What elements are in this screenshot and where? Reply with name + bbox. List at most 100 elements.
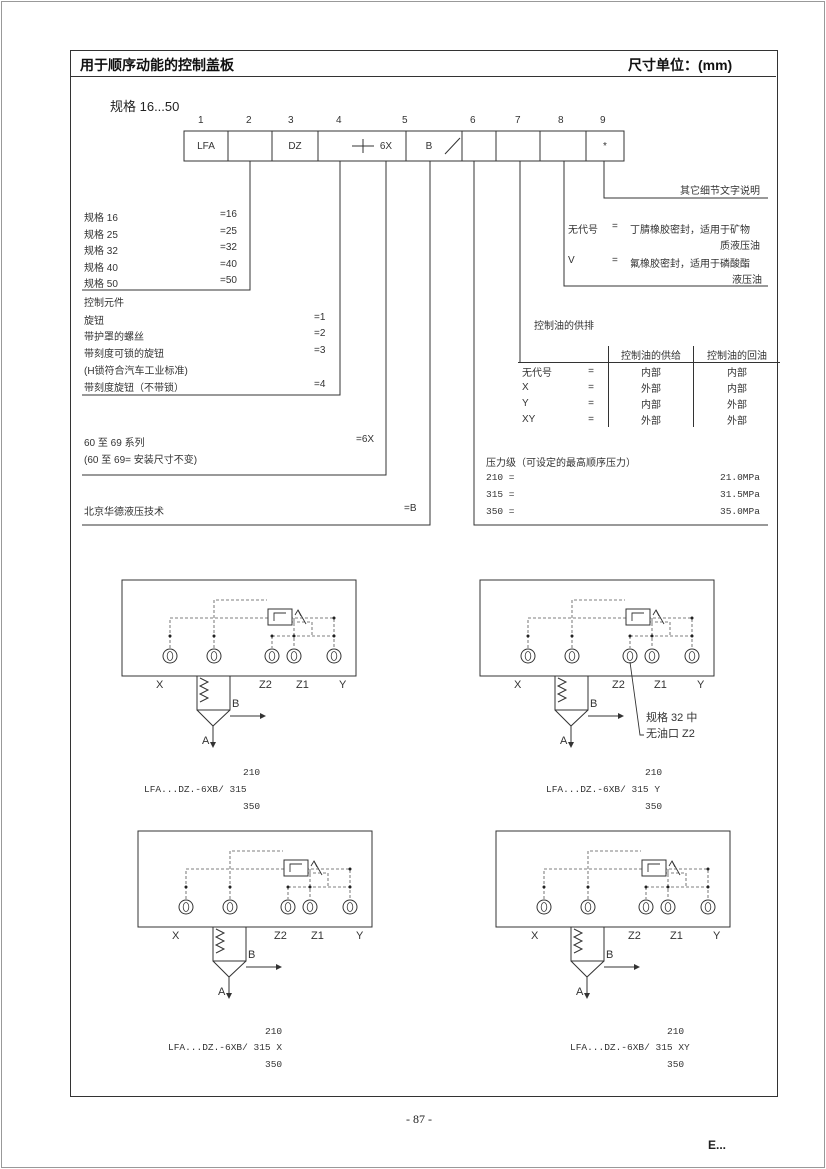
pressure-row-code: 315 = xyxy=(486,489,515,500)
d2-port-z2: Z2 xyxy=(612,679,625,691)
supply-row-code: 无代号 xyxy=(522,367,552,379)
d1-p1: 210 xyxy=(243,767,261,778)
code-box-5: B xyxy=(425,140,433,152)
return-col-header: 控制油的回油 xyxy=(693,346,780,363)
supply-row-return: 外部 xyxy=(727,399,747,411)
size-40-label: 规格 40 xyxy=(84,263,118,274)
supply-row-return: 外部 xyxy=(727,415,747,427)
d2-port-b: B xyxy=(590,698,598,710)
d3-port-z1: Z1 xyxy=(311,930,324,942)
pressure-row-code: 210 = xyxy=(486,472,515,483)
d1-port-y: Y xyxy=(339,679,347,691)
d4-port-b: B xyxy=(606,949,614,961)
pressure-row-value: 35.0MPa xyxy=(720,506,760,517)
seal-1-eq: = xyxy=(612,221,618,232)
d1-p3: 350 xyxy=(243,801,261,812)
pressure-row-value: 31.5MPa xyxy=(720,489,760,500)
seal-1-desc: 丁腈橡胶密封，适用于矿物 xyxy=(630,225,750,236)
page-number: - 87 - xyxy=(406,1112,432,1126)
seal-2-eq: = xyxy=(612,255,618,266)
supply-row-code: XY xyxy=(522,413,536,425)
d2-port-z1: Z1 xyxy=(654,679,667,691)
supply-row-supply: 外部 xyxy=(608,379,694,395)
position-8: 8 xyxy=(558,115,564,126)
position-5: 5 xyxy=(402,115,408,126)
supply-row-eq: = xyxy=(588,365,594,377)
seal-1-desc-2: 质液压油 xyxy=(720,241,760,252)
d2-code: LFA...DZ.-6XB/ 315 Y xyxy=(546,784,661,795)
d2-port-y: Y xyxy=(697,679,705,691)
d3-p3: 350 xyxy=(265,1059,283,1070)
d1-port-a: A xyxy=(202,735,210,747)
series-note: (60 至 69= 安装尺寸不变) xyxy=(84,455,198,466)
control-item-4-code: =4 xyxy=(314,379,326,390)
size-16-label: 规格 16 xyxy=(84,213,118,224)
supply-row-supply: 内部 xyxy=(608,395,694,411)
code-box-4: 6X xyxy=(379,140,393,152)
size-32-code: =32 xyxy=(220,242,237,253)
supply-row-supply: 内部 xyxy=(608,362,694,379)
d4-p1: 210 xyxy=(667,1026,685,1037)
d4-p3: 350 xyxy=(667,1059,685,1070)
d3-port-b: B xyxy=(248,949,256,961)
unit-label: 尺寸单位：(mm) xyxy=(628,57,733,73)
d1-port-x: X xyxy=(156,679,164,691)
position-7: 7 xyxy=(515,115,521,126)
control-item-1-code: =1 xyxy=(314,312,326,323)
content-frame xyxy=(70,50,778,1097)
d2-note-2: 无油口 Z2 xyxy=(646,728,695,740)
supply-table: 控制油的供给 控制油的回油 无代号 = 内部 内部 X = 外部 内部 Y = … xyxy=(518,346,780,427)
seal-1-code: 无代号 xyxy=(568,225,598,236)
supply-col-header: 控制油的供给 xyxy=(608,346,694,363)
position-4: 4 xyxy=(336,115,342,126)
seal-2-code: V xyxy=(568,255,575,266)
size-32-label: 规格 32 xyxy=(84,246,118,257)
supply-row-eq: = xyxy=(588,413,594,425)
page-title: 用于顺序动能的控制盖板 xyxy=(80,57,234,73)
d4-port-y: Y xyxy=(713,930,721,942)
d2-port-x: X xyxy=(514,679,522,691)
details-note: 其它细节文字说明 xyxy=(680,186,760,197)
size-40-code: =40 xyxy=(220,259,237,270)
supply-title: 控制油的供排 xyxy=(534,321,594,332)
maker-code: =B xyxy=(404,503,417,514)
series-label: 60 至 69 系列 xyxy=(84,438,145,449)
size-50-label: 规格 50 xyxy=(84,279,118,290)
code-box-1: LFA xyxy=(197,140,215,152)
size-25-label: 规格 25 xyxy=(84,230,118,241)
d4-code: LFA...DZ.-6XB/ 315 XY xyxy=(570,1042,690,1053)
control-item-3-code: =3 xyxy=(314,345,326,356)
supply-row-eq: = xyxy=(588,381,594,393)
supply-row-supply: 外部 xyxy=(608,411,694,427)
pressure-row-value: 21.0MPa xyxy=(720,472,760,483)
control-item-3: 带刻度可锁的旋钮 xyxy=(84,349,164,360)
d1-port-z1: Z1 xyxy=(296,679,309,691)
d3-port-x: X xyxy=(172,930,180,942)
control-item-4: 带刻度旋钮（不带锁） xyxy=(84,383,184,394)
ordering-label: 规格 16...50 xyxy=(110,99,180,114)
position-9: 9 xyxy=(600,115,606,126)
control-item-3-note: (H锁符合汽车工业标准) xyxy=(84,366,188,377)
d4-port-z1: Z1 xyxy=(670,930,683,942)
control-title: 控制元件 xyxy=(84,298,124,309)
d2-p1: 210 xyxy=(645,767,663,778)
d2-p3: 350 xyxy=(645,801,663,812)
maker-label: 北京华德液压技术 xyxy=(84,507,164,518)
d2-note-1: 规格 32 中 xyxy=(646,712,698,724)
position-1: 1 xyxy=(198,115,204,126)
d3-code: LFA...DZ.-6XB/ 315 X xyxy=(168,1042,283,1053)
d2-port-a: A xyxy=(560,735,568,747)
supply-row-code: X xyxy=(522,381,529,393)
seal-2-desc: 氟橡胶密封，适用于磷酸酯 xyxy=(630,259,750,270)
title-bar xyxy=(70,50,776,77)
size-50-code: =50 xyxy=(220,275,237,286)
supply-row-eq: = xyxy=(588,397,594,409)
d1-port-z2: Z2 xyxy=(259,679,272,691)
code-box-3: DZ xyxy=(288,140,302,152)
supply-row-return: 内部 xyxy=(727,383,747,395)
footer-mark: E... xyxy=(708,1138,727,1152)
control-item-1: 旋钮 xyxy=(84,316,104,327)
